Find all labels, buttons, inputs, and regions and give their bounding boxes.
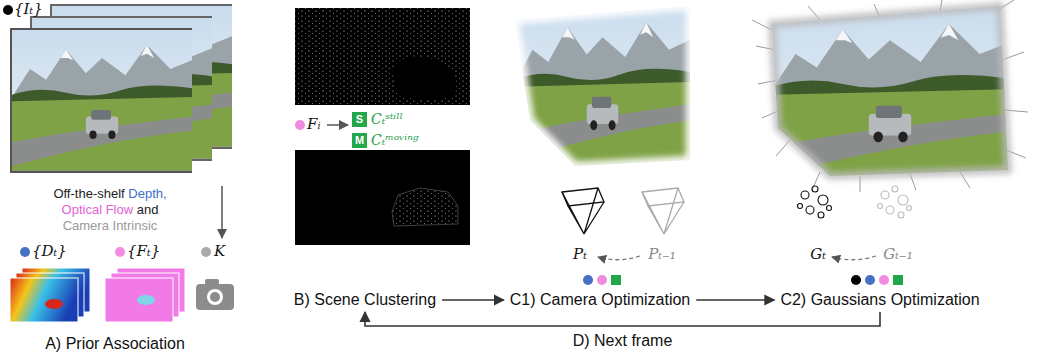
prior-word: Off-the-shelf [53,186,124,201]
math-symbol: Pₜ [573,245,587,263]
prior-caption: Off-the-shelf Depth,Optical Flow andCame… [20,186,200,234]
flow-arrow [696,299,774,301]
cluster-swatch: M Cₜᵐᵒᵛⁱⁿᵍ [352,130,418,148]
math-symbol: Gₜ [810,245,826,263]
stage-name: D) Next frame [570,332,676,350]
math-symbol: Fᵢ [307,115,320,133]
stage-name: C2) Gaussians Optimization [780,291,979,309]
math-symbol: K [214,242,225,260]
stage-name: A) Prior Association [45,335,185,353]
prior-word: and [137,202,159,217]
prior-word: Depth, [128,186,166,201]
prior-word: Optical Flow [62,202,134,217]
cluster-tag: S [352,112,367,127]
stage-label: C2) Gaussians Optimization [780,291,979,309]
stage-label: B) Scene Clustering [294,291,436,309]
stage-name: B) Scene Clustering [294,291,436,309]
stage-name: C1) Camera Optimization [510,291,691,309]
cluster-name: Cₜᵐᵒᵛⁱⁿᵍ [371,132,418,148]
math-symbol: {Dₜ} [32,242,67,260]
stage-label: C1) Camera Optimization [510,291,691,309]
cluster-swatch: S Cₜˢᵗⁱˡˡ [352,109,403,127]
flow-arrow [442,299,504,301]
math-symbol: Gₜ₋₁ [883,245,913,263]
math-symbol: {Iₜ} [14,0,43,18]
cluster-name: Cₜˢᵗⁱˡˡ [371,111,403,127]
cluster-tag: M [352,133,367,148]
math-symbol: {Fₜ} [127,242,160,260]
prior-word: Camera Intrinsic [63,218,158,233]
math-symbol: Pₜ₋₁ [648,245,676,263]
flow-arrow [365,312,880,326]
